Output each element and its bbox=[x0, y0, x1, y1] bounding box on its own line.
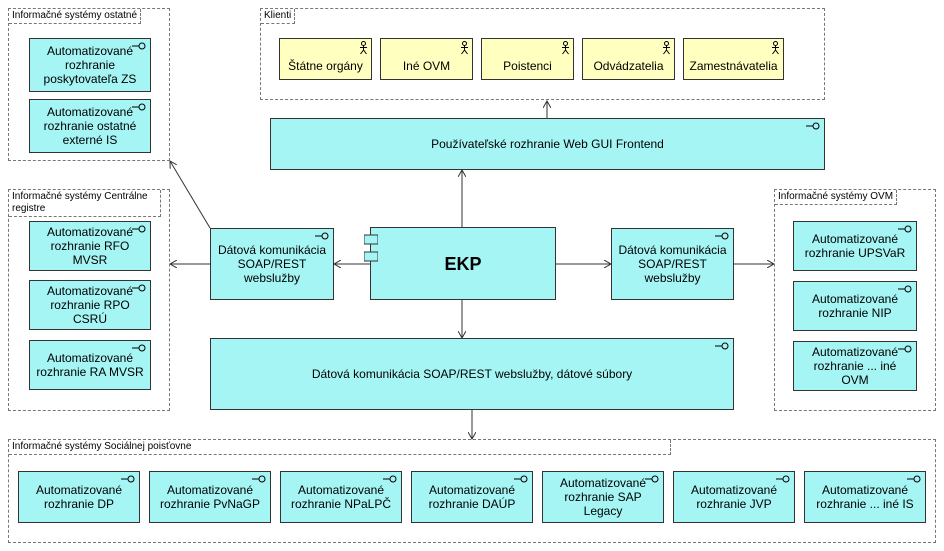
interface-box[interactable]: Automatizované rozhranie RPO CSRÚ bbox=[29, 280, 151, 330]
actor-box[interactable]: Zamestnávatelia bbox=[683, 38, 784, 80]
interface-box[interactable]: Automatizované rozhranie ... iné IS bbox=[804, 471, 926, 523]
actor-label: Iné OVM bbox=[402, 59, 451, 73]
interface-box[interactable]: Automatizované rozhranie NIP bbox=[793, 281, 917, 331]
interface-icon bbox=[252, 475, 266, 483]
interface-icon bbox=[898, 345, 912, 353]
ekp-label: EKP bbox=[444, 253, 482, 274]
actor-icon bbox=[772, 41, 779, 55]
comm-right-label: Dátová komunikácia SOAP/REST webslužby bbox=[618, 243, 727, 285]
gui-frontend-box[interactable]: Používateľské rozhranie Web GUI Frontend bbox=[270, 118, 825, 170]
group-is-ovm: Informačné systémy OVM bbox=[774, 189, 936, 411]
interface-label: Automatizované rozhranie JVP bbox=[690, 483, 778, 511]
actor-label: Poistenci bbox=[503, 59, 552, 73]
interface-label: Automatizované rozhranie DP bbox=[35, 483, 123, 511]
component-icon bbox=[364, 234, 378, 262]
interface-label: Automatizované rozhranie NIP bbox=[811, 292, 899, 320]
interface-icon bbox=[132, 225, 146, 233]
comm-bottom-box[interactable]: Dátová komunikácia SOAP/REST webslužby, … bbox=[210, 338, 734, 410]
group-title: Informačné systémy Centrálne registre bbox=[9, 190, 161, 217]
group-is-socialna-poistovna: Informačné systémy Sociálnej poisťovne bbox=[8, 439, 936, 543]
interface-icon bbox=[907, 475, 921, 483]
interface-box[interactable]: Automatizované rozhranie RA MVSR bbox=[29, 340, 151, 390]
gui-frontend-label: Používateľské rozhranie Web GUI Frontend bbox=[431, 137, 664, 151]
group-is-centralne-registre: Informačné systémy Centrálne registre bbox=[8, 189, 170, 411]
interface-icon bbox=[383, 475, 397, 483]
actor-label: Zamestnávatelia bbox=[689, 59, 778, 73]
interface-box[interactable]: Automatizované rozhranie UPSVaR bbox=[793, 221, 917, 271]
comm-right-box[interactable]: Dátová komunikácia SOAP/REST webslužby bbox=[611, 228, 734, 300]
interface-label: Automatizované rozhranie ... iné OVM bbox=[811, 345, 899, 387]
group-title: Informačné systémy ostatné bbox=[9, 9, 142, 24]
interface-icon bbox=[514, 475, 528, 483]
interface-label: Automatizované rozhranie poskytovateľa Z… bbox=[43, 44, 137, 86]
interface-label: Automatizované rozhranie SAP Legacy bbox=[559, 476, 647, 518]
interface-box[interactable]: Automatizované rozhranie SAP Legacy bbox=[542, 471, 664, 523]
group-is-ostatne: Informačné systémy ostatné bbox=[8, 8, 170, 161]
interface-icon bbox=[715, 342, 729, 350]
interface-icon bbox=[132, 344, 146, 352]
actor-box[interactable]: Iné OVM bbox=[380, 38, 473, 80]
actor-icon bbox=[360, 41, 367, 55]
group-title: Klienti bbox=[261, 9, 296, 24]
interface-box[interactable]: Automatizované rozhranie DAÚP bbox=[411, 471, 533, 523]
interface-icon bbox=[806, 122, 820, 130]
interface-label: Automatizované rozhranie ... iné IS bbox=[816, 483, 914, 511]
interface-box[interactable]: Automatizované rozhranie ... iné OVM bbox=[793, 341, 917, 391]
actor-icon bbox=[461, 41, 468, 55]
interface-icon bbox=[315, 232, 329, 240]
interface-icon bbox=[132, 42, 146, 50]
comm-bottom-label: Dátová komunikácia SOAP/REST webslužby, … bbox=[311, 367, 633, 381]
comm-left-label: Dátová komunikácia SOAP/REST webslužby bbox=[217, 243, 327, 285]
line-comm-left-to-ostatne bbox=[170, 161, 211, 229]
interface-icon bbox=[898, 285, 912, 293]
interface-box[interactable]: Automatizované rozhranie PvNaGP bbox=[149, 471, 271, 523]
actor-box[interactable]: Odvádzatelia bbox=[582, 38, 675, 80]
interface-icon bbox=[121, 475, 135, 483]
interface-label: Automatizované rozhranie RFO MVSR bbox=[46, 225, 134, 267]
actor-label: Odvádzatelia bbox=[593, 59, 664, 73]
interface-label: Automatizované rozhranie RPO CSRÚ bbox=[46, 284, 134, 326]
actor-box[interactable]: Štátne orgány bbox=[279, 38, 372, 80]
ekp-component[interactable]: EKP bbox=[364, 227, 556, 300]
interface-label: Automatizované rozhranie ostatné externé… bbox=[43, 105, 137, 147]
group-title: Informačné systémy OVM bbox=[775, 190, 898, 205]
interface-label: Automatizované rozhranie DAÚP bbox=[428, 483, 516, 511]
interface-icon bbox=[132, 103, 146, 111]
interface-icon bbox=[776, 475, 790, 483]
interface-icon bbox=[715, 232, 729, 240]
comm-left-box[interactable]: Dátová komunikácia SOAP/REST webslužby bbox=[210, 228, 334, 300]
actor-icon bbox=[663, 41, 670, 55]
interface-label: Automatizované rozhranie PvNaGP bbox=[159, 483, 261, 511]
interface-icon bbox=[132, 284, 146, 292]
group-klienti: Klienti bbox=[260, 8, 825, 100]
interface-box[interactable]: Automatizované rozhranie RFO MVSR bbox=[29, 221, 151, 271]
interface-label: Automatizované rozhranie UPSVaR bbox=[804, 232, 906, 260]
interface-box[interactable]: Automatizované rozhranie NPaLPČ bbox=[280, 471, 402, 523]
interface-label: Automatizované rozhranie NPaLPČ bbox=[290, 483, 392, 511]
interface-icon bbox=[645, 475, 659, 483]
interface-label: Automatizované rozhranie RA MVSR bbox=[36, 351, 144, 379]
interface-box[interactable]: Automatizované rozhranie DP bbox=[18, 471, 140, 523]
actor-box[interactable]: Poistenci bbox=[481, 38, 574, 80]
interface-icon bbox=[898, 225, 912, 233]
interface-box[interactable]: Automatizované rozhranie ostatné externé… bbox=[29, 99, 151, 153]
actor-label: Štátne orgány bbox=[288, 59, 363, 73]
interface-box[interactable]: Automatizované rozhranie JVP bbox=[673, 471, 795, 523]
group-title: Informačné systémy Sociálnej poisťovne bbox=[9, 440, 671, 455]
actor-icon bbox=[562, 41, 569, 55]
interface-box[interactable]: Automatizované rozhranie poskytovateľa Z… bbox=[29, 38, 151, 92]
